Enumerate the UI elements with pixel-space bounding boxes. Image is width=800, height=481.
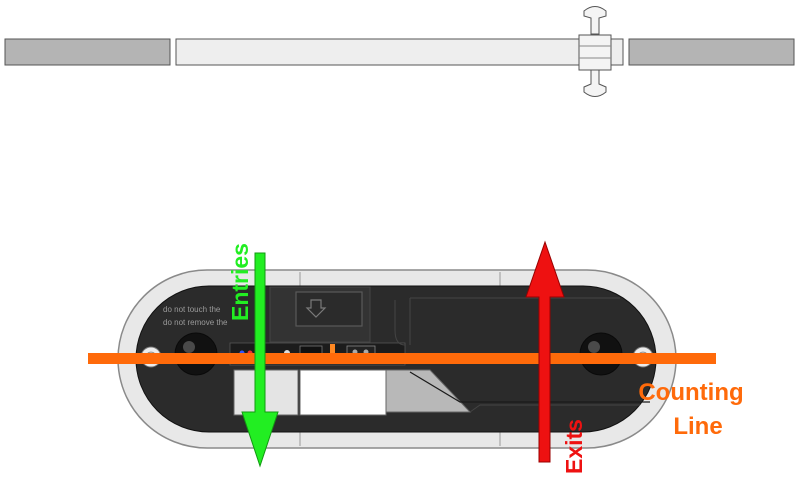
rail-segment-right (628, 38, 795, 66)
counting-line-label-1: Counting (638, 379, 743, 406)
cable-slot-left (233, 369, 299, 416)
clamp-body (578, 34, 612, 71)
cable-slot-right (299, 369, 387, 416)
clamp-knob-top-icon (583, 6, 607, 35)
clamp-knob-bottom-icon (583, 69, 607, 97)
counting-line-label-2: Line (673, 413, 722, 440)
device-warning-line-2: do not remove the (163, 318, 228, 327)
device-warning-line-1: do not touch the (163, 305, 221, 314)
exits-arrow (525, 240, 565, 463)
mounting-rail (4, 38, 795, 66)
entries-arrow (241, 252, 279, 468)
mounting-clamp (578, 6, 612, 97)
counting-line (88, 353, 716, 364)
rail-segment-left (4, 38, 171, 66)
rail-segment-middle (175, 38, 624, 66)
entries-label: Entries (227, 243, 253, 321)
down-arrow-icon (295, 291, 363, 327)
exits-label: Exits (561, 419, 587, 474)
